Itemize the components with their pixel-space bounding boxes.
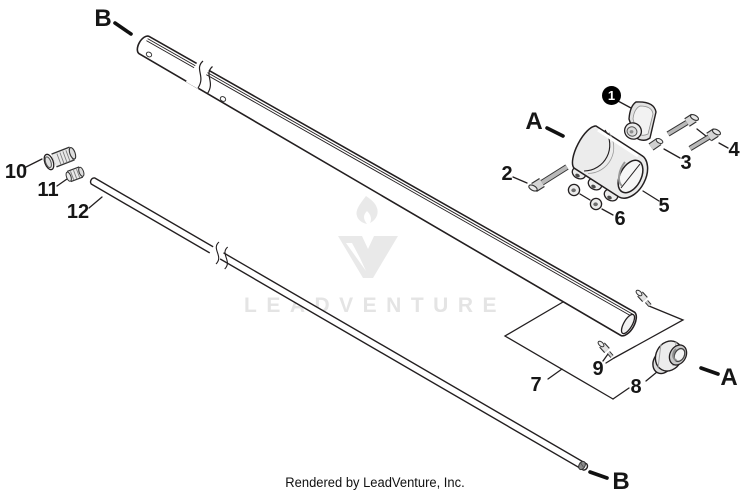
- callout-a-nut: A: [720, 364, 738, 391]
- clamp-knob: [623, 101, 657, 141]
- callout-11: 11: [37, 179, 59, 201]
- callout-1: 1: [607, 88, 616, 103]
- callout-a-coupler: A: [525, 108, 543, 135]
- rivet-9a: [635, 289, 652, 307]
- flange-nut-8: [652, 340, 688, 375]
- outer-shaft-tube: [136, 35, 638, 337]
- thick-letter-stubs: [113, 21, 720, 480]
- nut-6b: [589, 197, 603, 211]
- callout-6: 6: [614, 208, 626, 230]
- rivet-9b: [597, 340, 614, 358]
- callout-5: 5: [658, 195, 670, 217]
- callout-2: 2: [501, 163, 513, 185]
- callout-10: 10: [4, 161, 28, 183]
- watermark-logo: [338, 196, 398, 278]
- knurled-sleeve-11: [65, 166, 85, 183]
- callout-9: 9: [592, 358, 604, 380]
- bolt-2: [528, 164, 569, 192]
- callout-8: 8: [630, 376, 642, 398]
- spacer-3: [648, 137, 664, 151]
- watermark-text: LEADVENTURE: [243, 294, 507, 317]
- callout-4: 4: [728, 139, 740, 161]
- callout-b-bottom: B: [612, 468, 630, 495]
- callout-7: 7: [530, 374, 542, 396]
- callout-12: 12: [66, 201, 90, 223]
- footer-credit: Rendered by LeadVenture, Inc.: [285, 475, 465, 490]
- nut-6a: [567, 183, 581, 197]
- callout-3: 3: [680, 152, 692, 174]
- cap-nut-10: [43, 146, 77, 171]
- bolt-4a: [666, 113, 700, 137]
- callout-b-top: B: [94, 5, 112, 32]
- callout-1-badge: 1: [602, 86, 621, 105]
- inner-driveshaft-rod: [89, 177, 589, 471]
- bolt-4b: [688, 128, 722, 151]
- coupler-clamp: [571, 125, 649, 202]
